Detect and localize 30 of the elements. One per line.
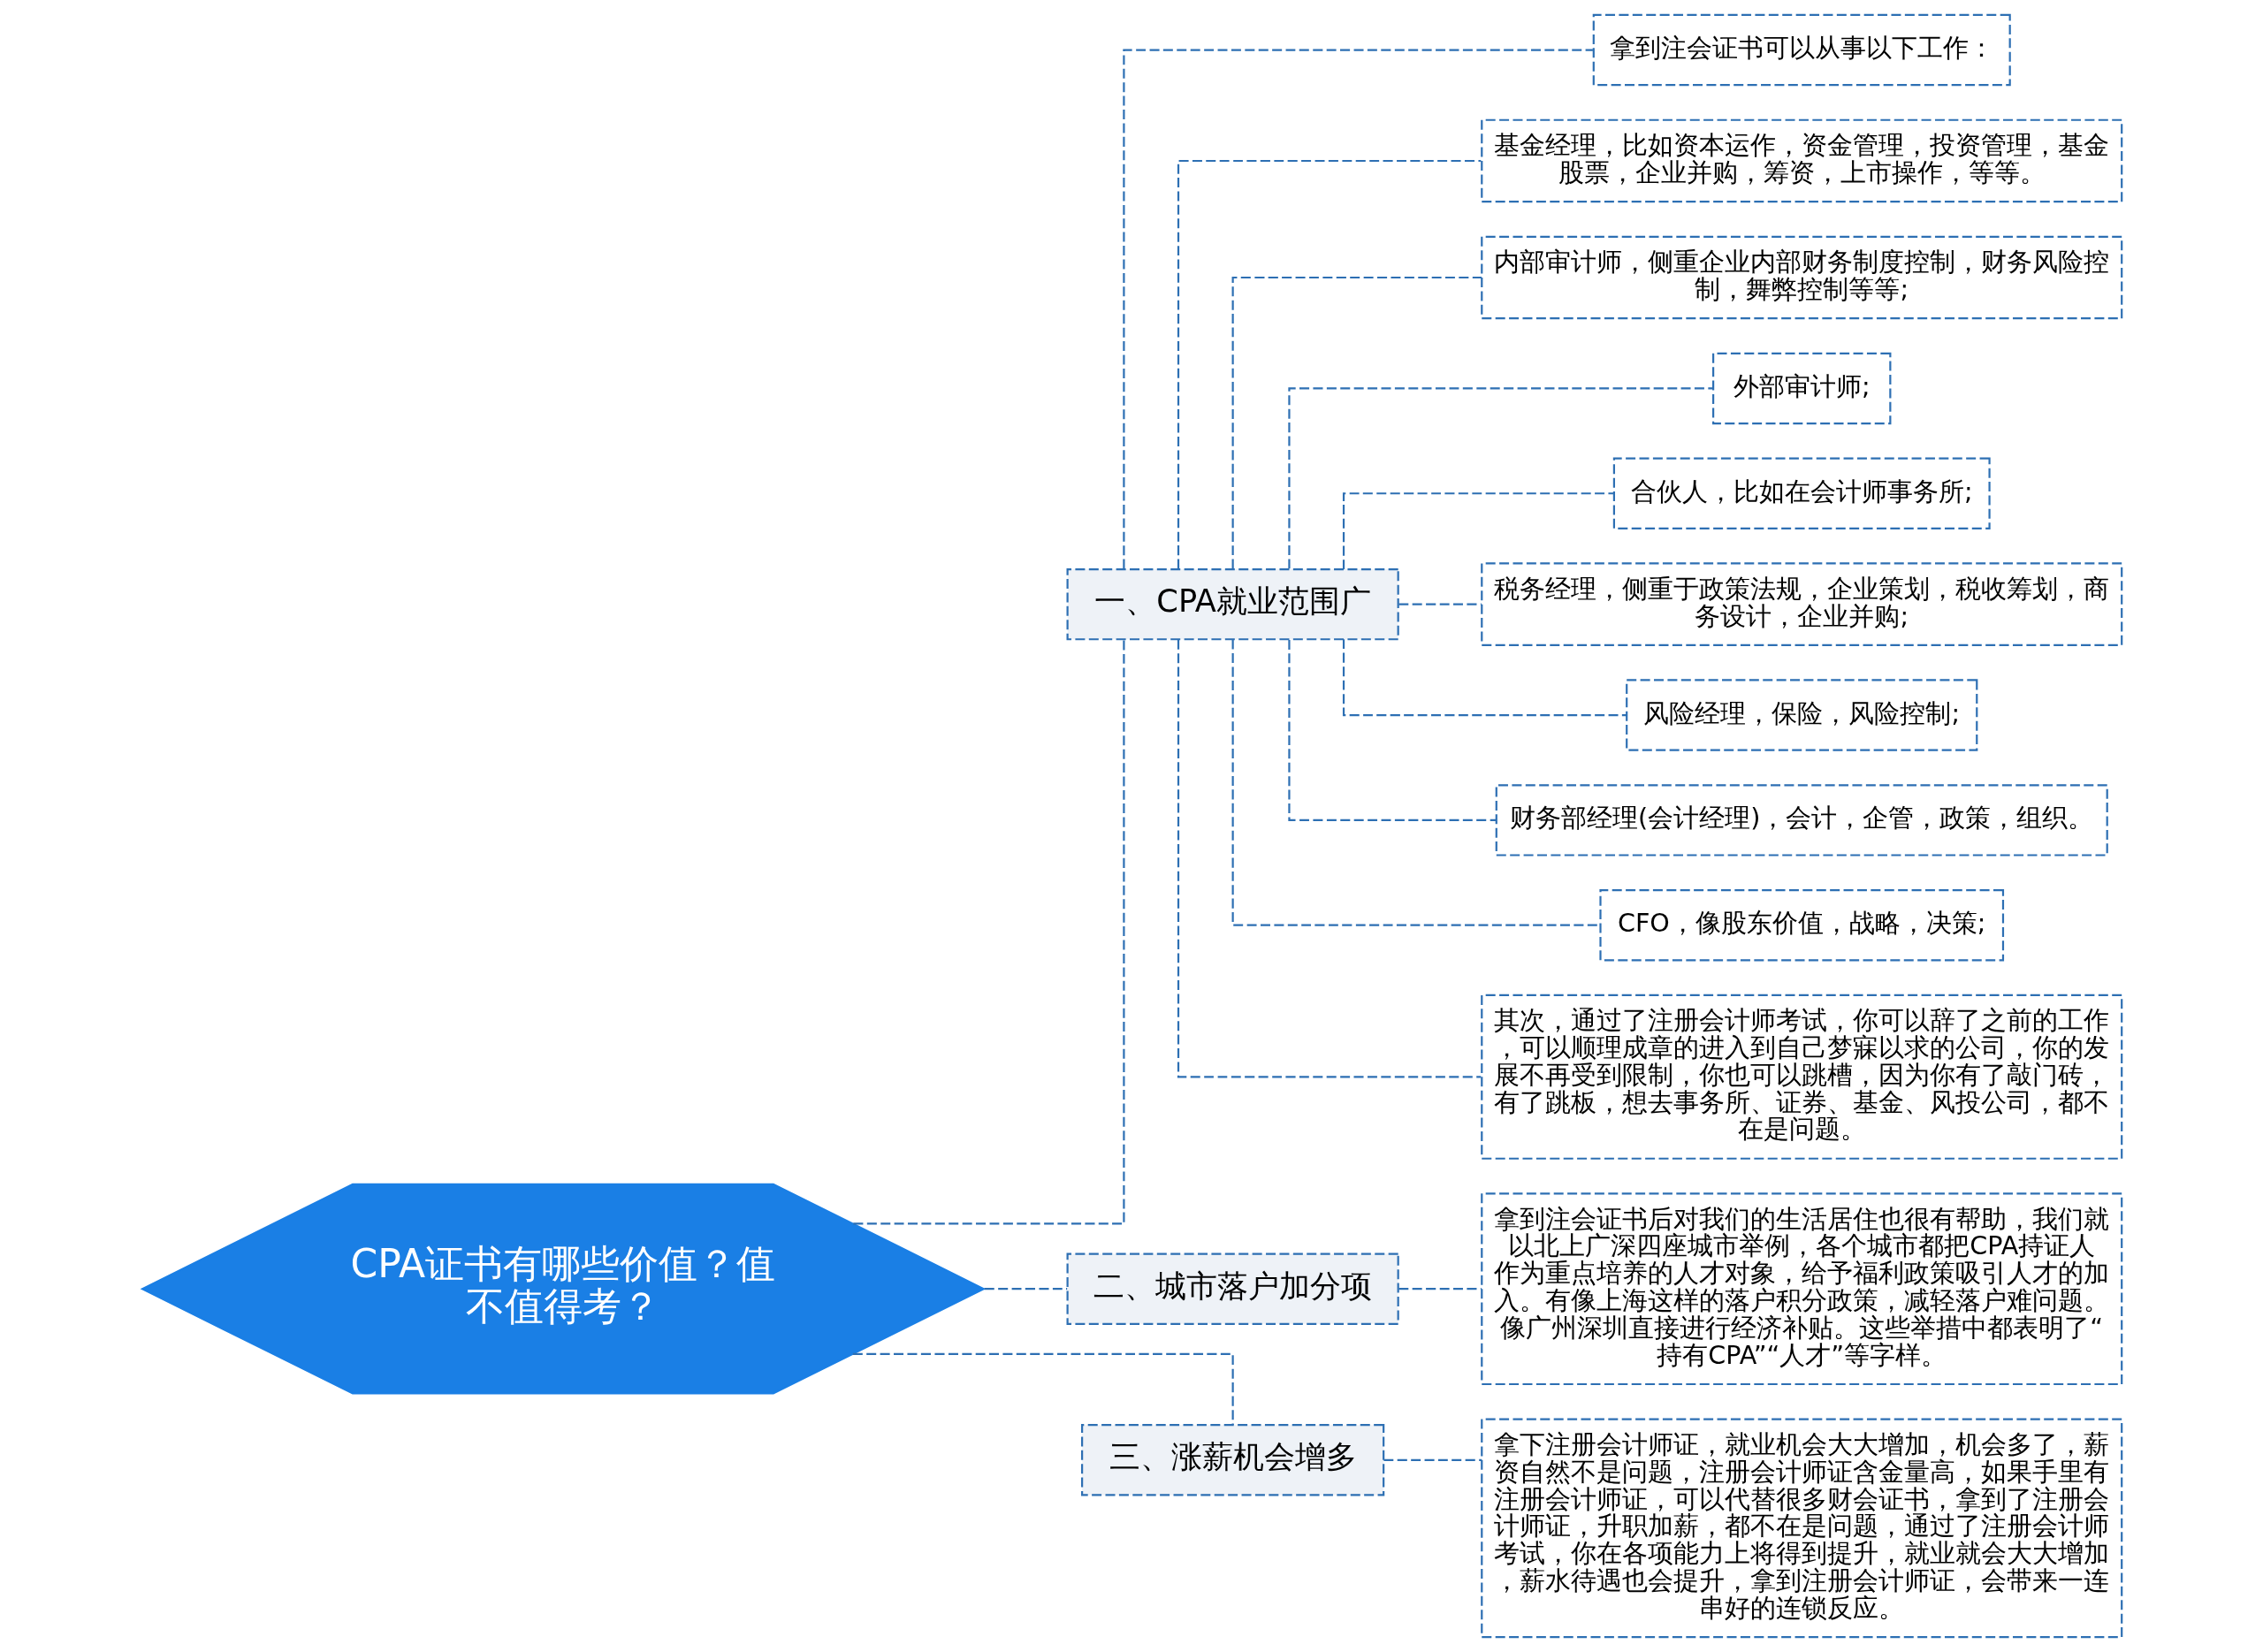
node-box: 拿到注会证书后对我们的生活居住也很有帮助，我们就以北上广深四座城市举例，各个城市都把CPA持证人作为重点培养的人才对象，给予福利政策吸引人才的加入。有像上海这样的落户积分政策，减轻落户难问题。像广州深圳直接进行经济补贴。这些举措中都表明了“持有CPA”“人才”等字样。 — [1480, 1192, 2122, 1386]
connector — [852, 639, 1124, 1225]
node-box: 合伙人，比如在会计师事务所; — [1612, 457, 1991, 529]
connector — [1398, 1288, 1482, 1290]
node-box: 三、涨薪机会增多 — [1080, 1424, 1384, 1496]
node-box: 税务经理，侧重于政策法规，企业策划，税收筹划，商务设计，企业并购; — [1480, 562, 2122, 646]
connector — [1342, 492, 1613, 569]
connector — [1177, 159, 1481, 569]
connector — [1231, 639, 1600, 926]
connector — [1383, 1458, 1482, 1461]
connector — [1287, 387, 1713, 569]
node-box: 外部审计师; — [1711, 352, 1891, 425]
node-box: 内部审计师，侧重企业内部财务制度控制，财务风险控制，舞弊控制等等; — [1480, 235, 2122, 320]
node-box: 拿下注册会计师证，就业机会大大增加，机会多了，薪资自然不是问题，注册会计师证含金量高，如果手里有注册会计师证，可以代替很多财会证书，拿到了注册会计师证，升职加薪，都不在是问题，通过了注册会计师考试，你在各项能力上将得到提升，就业就会大大增加，薪水待遇也会提升，拿到注册会计师证，会带来一连串好的连锁反应。 — [1480, 1418, 2122, 1639]
connector — [1122, 49, 1593, 569]
connector — [852, 1352, 1234, 1425]
connector — [1231, 276, 1482, 569]
connector — [984, 1288, 1067, 1290]
node-box: 风险经理，保险，风险控制; — [1625, 679, 1977, 751]
connector — [1177, 639, 1481, 1078]
node-box: CFO，像股东价值，战略，决策; — [1598, 889, 2004, 962]
connector — [1398, 603, 1482, 605]
node-box: 二、城市落户加分项 — [1066, 1252, 1399, 1325]
connector — [1342, 639, 1627, 717]
connector — [1287, 640, 1497, 821]
node-box: 一、CPA就业范围广 — [1066, 567, 1399, 641]
node-box: 拿到注会证书可以从事以下工作： — [1592, 13, 2011, 87]
node-box: 财务部经理(会计经理)，会计，企管，政策，组织。 — [1495, 784, 2108, 856]
node-box: 其次，通过了注册会计师考试，你可以辞了之前的工作，可以顺理成章的进入到自己梦寐以求的公司，你的发展不再受到限制，你也可以跳槽，因为你有了敲门砖，有了跳板，想去事务所、证券、基金、风投公司，都不在是问题。 — [1480, 993, 2122, 1160]
node-box: 基金经理，比如资本运作，资金管理，投资管理，基金股票，企业并购，筹资，上市操作，等等。 — [1480, 118, 2122, 203]
